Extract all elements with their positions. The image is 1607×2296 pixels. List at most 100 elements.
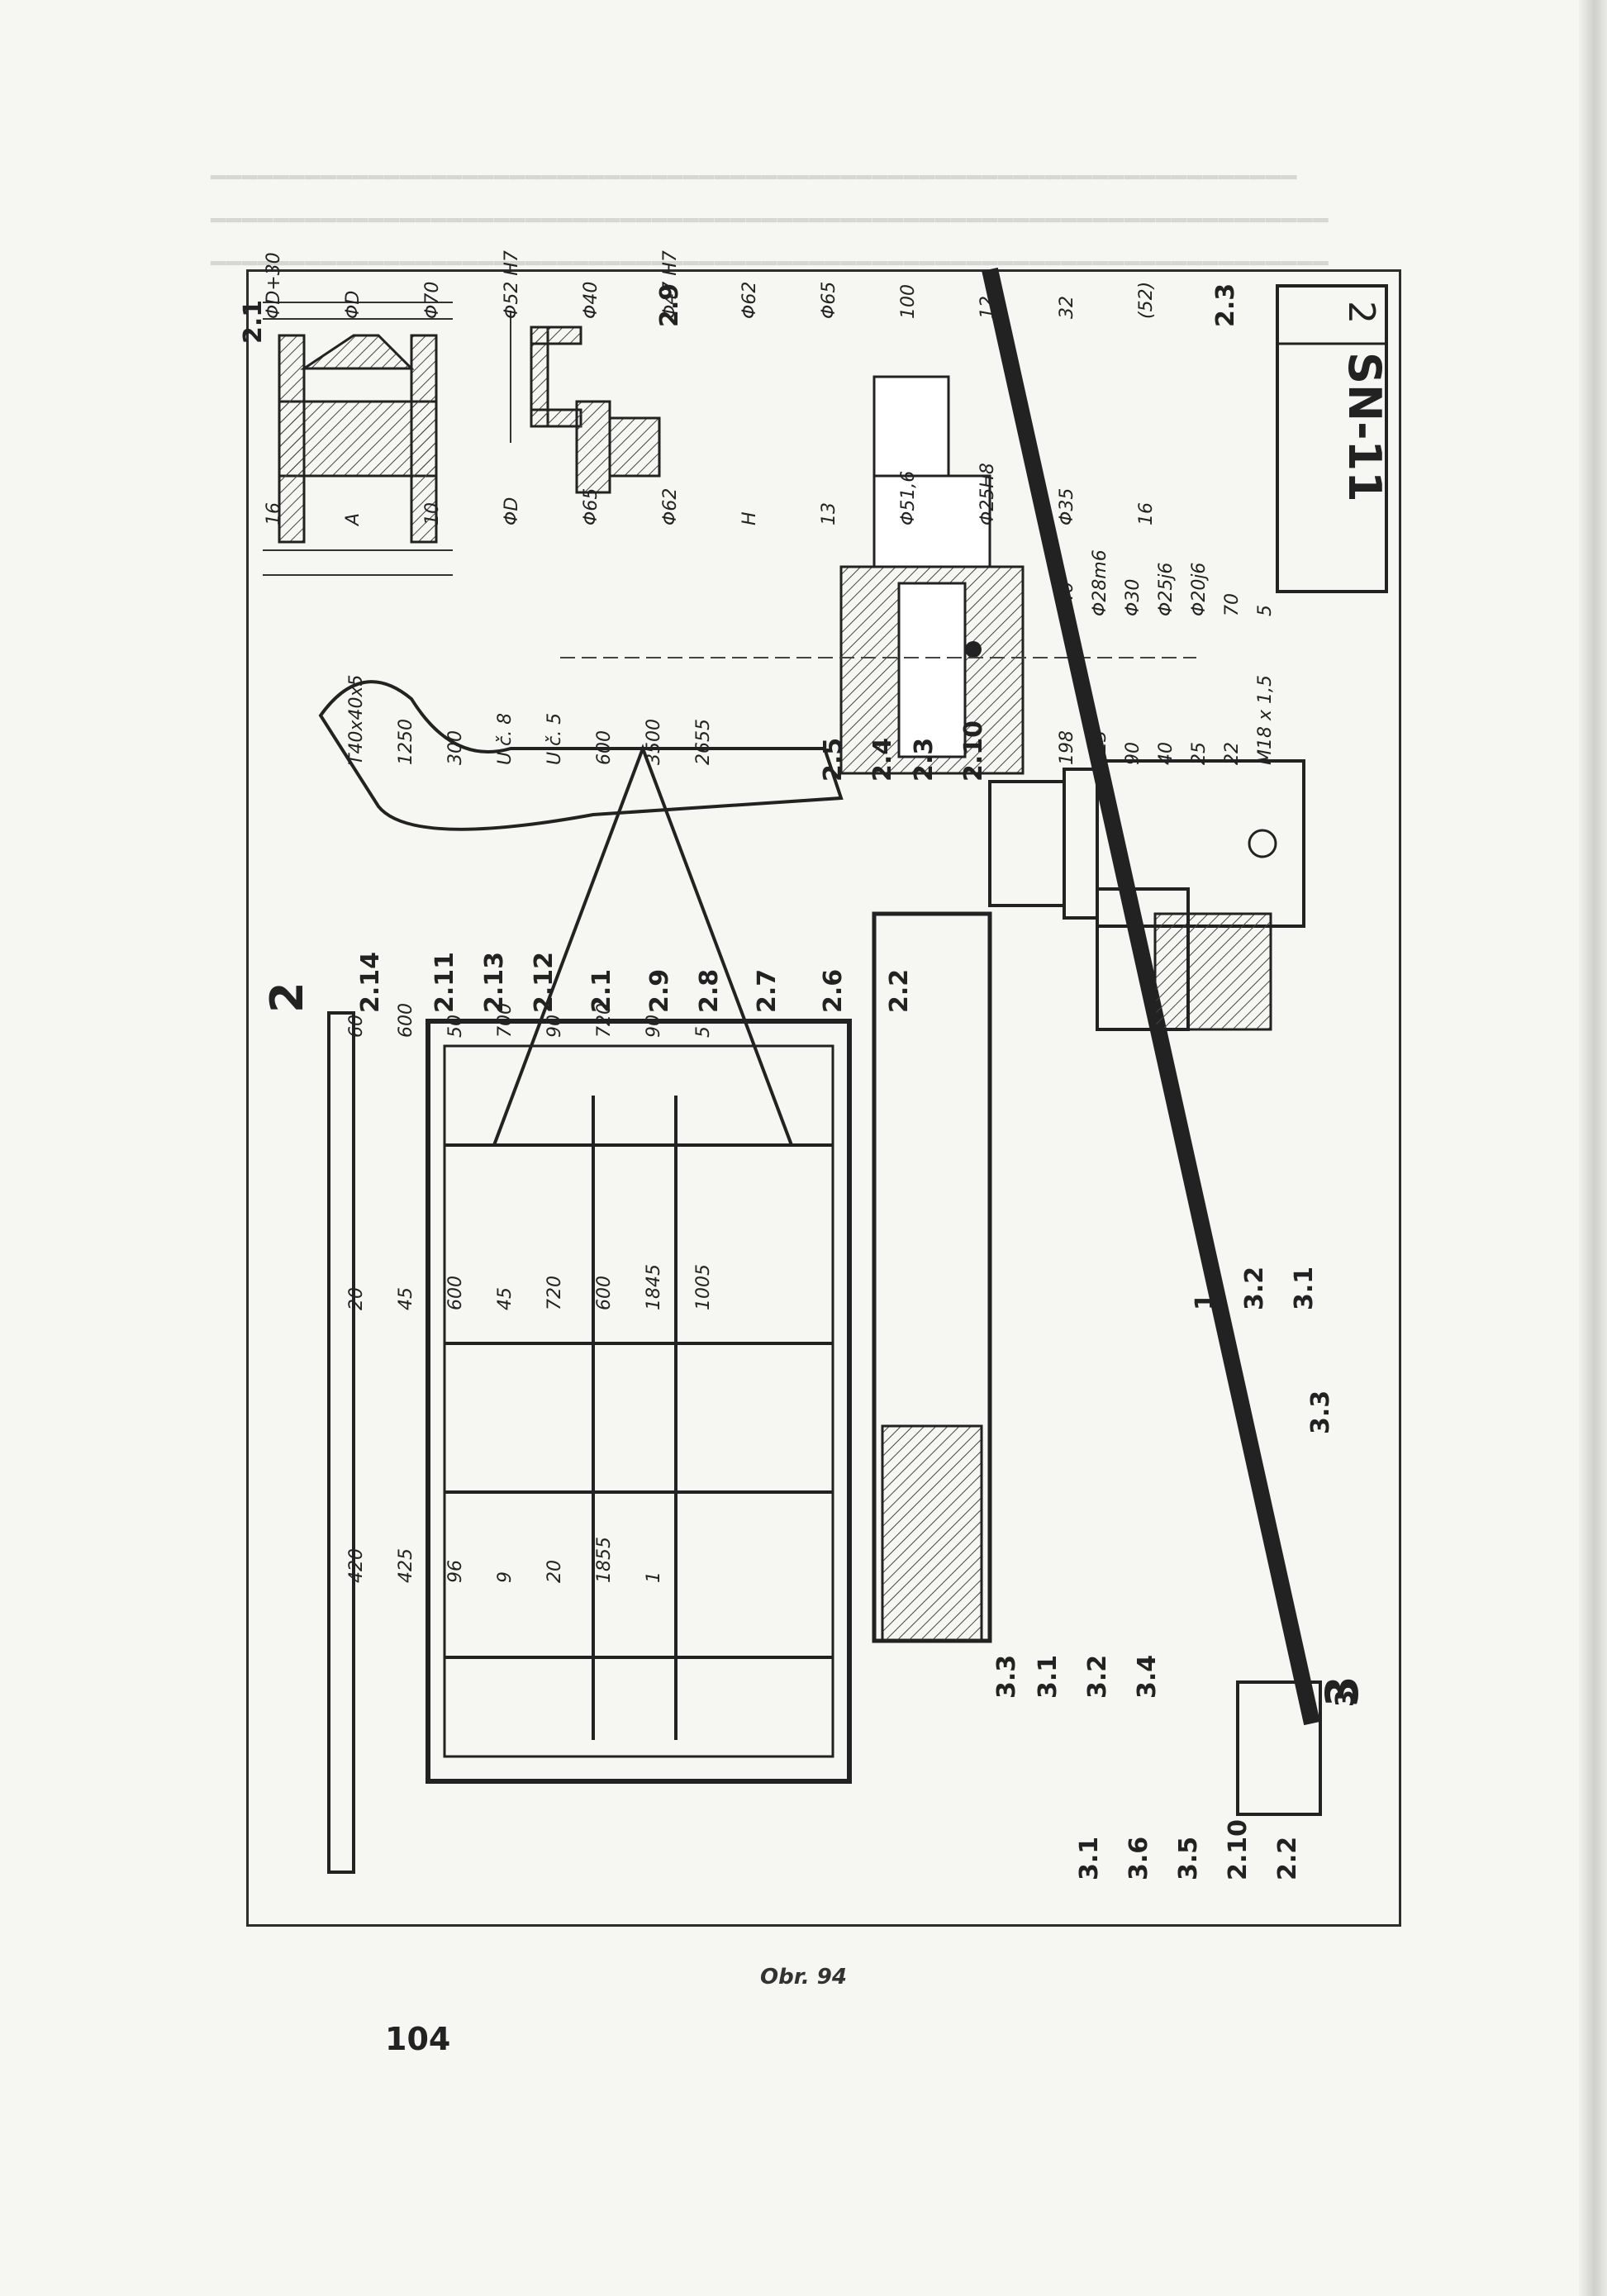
part-label: 3.2 bbox=[1083, 1655, 1112, 1699]
dimension-label: 198 bbox=[1057, 730, 1077, 765]
dimension-label: Φ62 bbox=[739, 282, 760, 319]
shaft-detail bbox=[988, 759, 1305, 928]
drawing-label: 2.1 bbox=[587, 969, 616, 1013]
drawing-label: 2.6 bbox=[819, 969, 848, 1013]
drawing-label: 2.3 bbox=[910, 738, 939, 782]
dimension-label: 1855 bbox=[594, 1537, 615, 1583]
dimension-label: 32 bbox=[1057, 296, 1077, 319]
technical-drawing: SN-11 2 2.1 2.9 2.3 2 bbox=[239, 250, 1391, 1880]
dimension-label: 16 bbox=[1136, 502, 1157, 525]
drawing-label: 2.12 bbox=[530, 952, 559, 1013]
dimension-label: ΦD bbox=[343, 291, 364, 319]
dimension-label: 1250 bbox=[396, 719, 416, 765]
dimension-label: 600 bbox=[594, 1276, 615, 1310]
drawing-label: 2.2 bbox=[885, 969, 914, 1013]
dimension-label: 425 bbox=[396, 1548, 416, 1583]
dimension-label: M18 x 1,5 bbox=[1255, 675, 1276, 765]
part-label: 3.2 bbox=[1240, 1267, 1269, 1310]
dimension-label: 140 bbox=[1057, 582, 1077, 616]
dimension-label: 25 bbox=[1189, 742, 1210, 765]
drawing-label: 2.10 bbox=[959, 720, 988, 782]
drawing-label: 2.13 bbox=[480, 952, 509, 1013]
dimension-label: 22 bbox=[1222, 742, 1243, 765]
dimension-label: Φ62 bbox=[660, 488, 681, 525]
frame-plan bbox=[327, 744, 852, 1874]
drawing-label: 2.9 bbox=[645, 969, 674, 1013]
part-label: 2.2 bbox=[1273, 1837, 1302, 1880]
detail-label-2: 2 bbox=[261, 982, 313, 1013]
dimension-label: 20 bbox=[544, 1560, 565, 1583]
dimension-label: 90 bbox=[544, 1015, 565, 1038]
tube-section bbox=[872, 267, 1322, 1816]
page-edge-shadow bbox=[1579, 0, 1607, 2296]
sheet-number: 2 bbox=[1340, 301, 1382, 324]
part-label: 3.3 bbox=[1306, 1390, 1335, 1434]
dimension-label: Φ25j6 bbox=[1156, 563, 1177, 616]
bleed-through-text: ━━━━━━━━━━━━━━━━━━━━━━━━━━━━━━━━━━━━━━━━… bbox=[211, 164, 1329, 278]
dimension-label: ΦD bbox=[502, 497, 522, 525]
dimension-label: U č. 8 bbox=[495, 713, 516, 765]
dimension-label: 1005 bbox=[693, 1264, 714, 1310]
dimension-label: 45 bbox=[495, 1287, 516, 1310]
drawing-label: 2.11 bbox=[430, 952, 459, 1013]
dimension-label: Φ52 H7 bbox=[502, 250, 522, 319]
dimension-label: Φ28m6 bbox=[1090, 549, 1110, 616]
dimension-label: 420 bbox=[346, 1548, 367, 1583]
dimension-label: 600 bbox=[594, 730, 615, 765]
dimension-label: 720 bbox=[544, 1276, 565, 1310]
dimension-label: 100 bbox=[898, 284, 919, 319]
detail-label-3: 3 bbox=[1316, 1676, 1368, 1707]
page-number: 104 bbox=[385, 2021, 451, 2057]
dimension-label: T40x40x5 bbox=[346, 675, 367, 765]
dimension-label: 96 bbox=[445, 1560, 466, 1583]
drawing-label: 2.4 bbox=[868, 738, 897, 782]
dimension-label: Φ40 bbox=[581, 282, 601, 319]
bearing-assembly bbox=[318, 375, 1196, 831]
part-label: 3.3 bbox=[992, 1655, 1021, 1699]
part-label: 3 bbox=[1331, 1690, 1360, 1707]
drawing-label: 2.7 bbox=[753, 969, 782, 1013]
dimension-label: A bbox=[343, 513, 364, 527]
dimension-label: 20 bbox=[346, 1287, 367, 1310]
drawing-label: 2.14 bbox=[356, 952, 385, 1013]
dimension-label: U č. 5 bbox=[544, 713, 565, 765]
bushing-detail bbox=[575, 400, 661, 494]
dimension-label: 300 bbox=[445, 730, 466, 765]
dimension-label: Φ25H8 bbox=[977, 463, 998, 525]
label-2-1: 2.1 bbox=[239, 300, 268, 344]
dimension-label: Φ47 H7 bbox=[660, 250, 681, 319]
dimension-label: 60 bbox=[346, 1015, 367, 1038]
part-label: 1 bbox=[1191, 1293, 1220, 1310]
dimension-label: H bbox=[739, 511, 760, 525]
dimension-label: 50 bbox=[445, 1015, 466, 1038]
label-2-9: 2.9 bbox=[655, 283, 684, 327]
dimension-label: 600 bbox=[396, 1003, 416, 1038]
drawing-label: 2.5 bbox=[819, 738, 848, 782]
dimension-label: Φ30 bbox=[1123, 579, 1143, 616]
dimension-label: Φ35 bbox=[1057, 488, 1077, 525]
part-label: 3.1 bbox=[1034, 1655, 1063, 1699]
cup-detail bbox=[510, 311, 582, 443]
title-block: SN-11 2 bbox=[1276, 284, 1391, 593]
dimension-label: 9 bbox=[495, 1571, 516, 1583]
label-2-3: 2.3 bbox=[1211, 283, 1240, 327]
dimension-label: 10 bbox=[422, 502, 443, 525]
dimension-label: 70 bbox=[1222, 593, 1243, 616]
dimension-label: 5 bbox=[693, 1026, 714, 1038]
dimension-label: Φ70 bbox=[422, 282, 443, 319]
dimension-label: 16 bbox=[264, 502, 284, 525]
dimension-label: 12 bbox=[977, 296, 998, 319]
dimension-label: 720 bbox=[594, 1003, 615, 1038]
drawing-frame bbox=[246, 269, 1401, 1927]
dimension-label: Φ51,6 bbox=[898, 471, 919, 525]
dimension-label: 123 bbox=[1090, 730, 1110, 765]
dimension-label: 90 bbox=[644, 1015, 664, 1038]
dimension-label: 5 bbox=[1255, 605, 1276, 616]
dimension-label: Φ65 bbox=[819, 282, 839, 319]
dimension-label: Φ65 bbox=[581, 488, 601, 525]
part-label: 3.6 bbox=[1124, 1837, 1153, 1880]
dimension-label: ΦD+30 bbox=[264, 252, 284, 319]
dimension-label: 3500 bbox=[644, 719, 664, 765]
dimension-label: 45 bbox=[396, 1287, 416, 1310]
